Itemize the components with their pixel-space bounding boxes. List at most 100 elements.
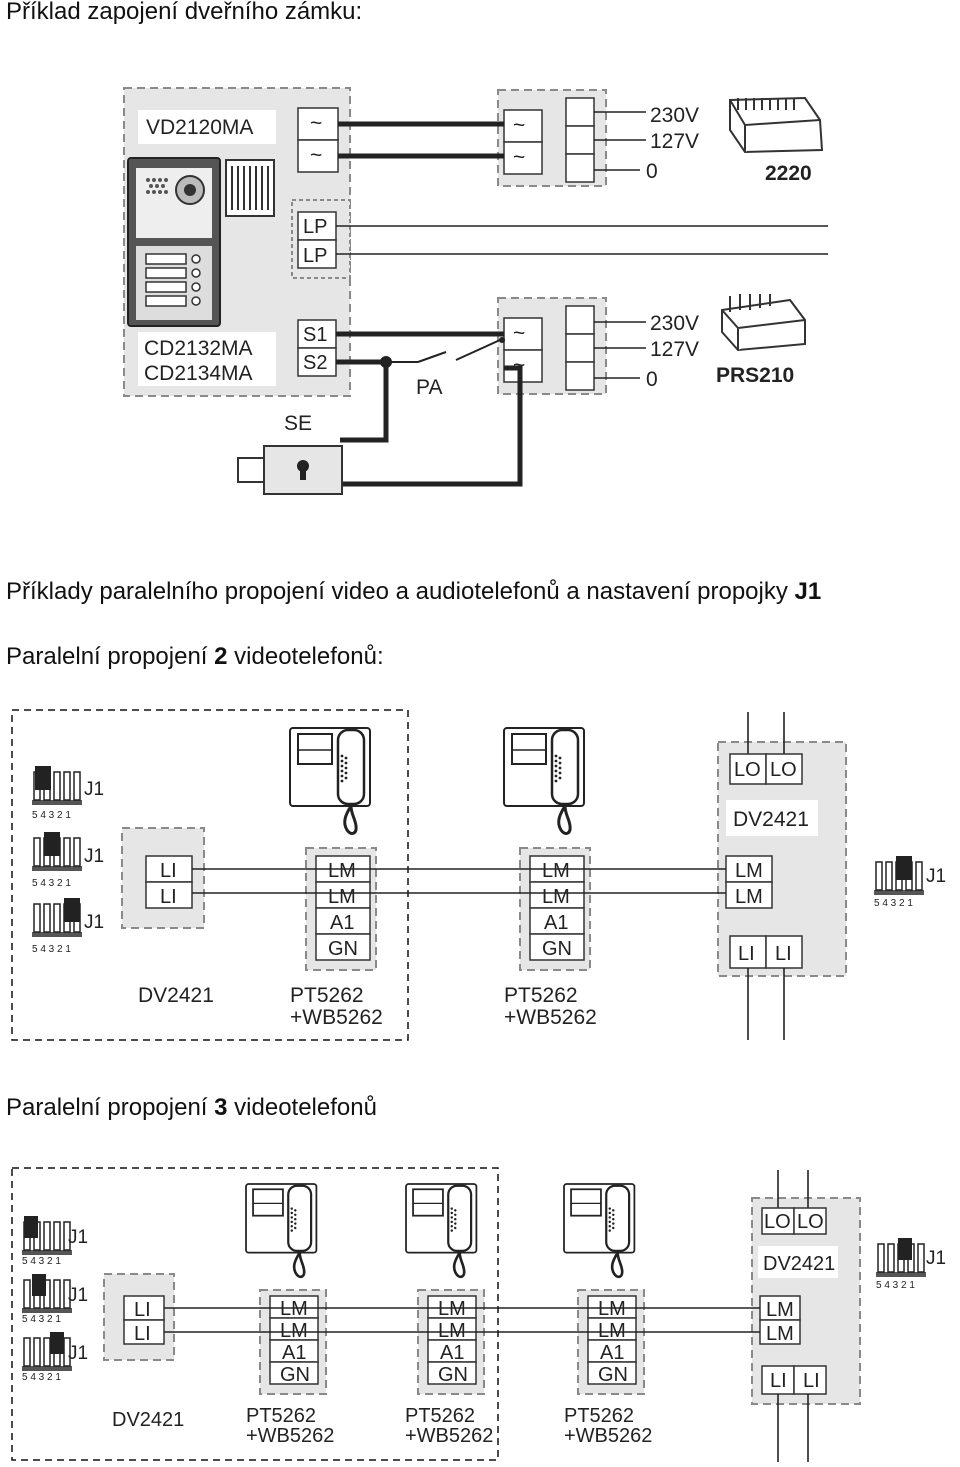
svg-text:5 4 3 2 1: 5 4 3 2 1 (874, 898, 913, 909)
psu2-label: PRS210 (716, 364, 794, 387)
door-lock-diagram: VD2120MA ~ ~ LP LP S1 S2 (123, 87, 828, 495)
j1-jumper-2: J1 5 4 3 2 1 (31, 832, 104, 889)
psu2-voltage-230: 230V (650, 312, 699, 335)
svg-text:J1: J1 (84, 846, 104, 867)
a1-terminal: A1 (440, 1342, 464, 1364)
li-terminal: LI (770, 1370, 787, 1392)
three-phones-title: Paralelní propojení 3 videotelefonů (6, 1094, 377, 1121)
lm-terminal: LM (735, 860, 763, 882)
lp-terminal-1: LP (303, 216, 327, 238)
lm-terminal: LM (598, 1298, 626, 1320)
psu1-voltage-230: 230V (650, 104, 699, 127)
phone-model: PT5262 (405, 1405, 475, 1427)
svg-text:5 4 3 2 1: 5 4 3 2 1 (22, 1314, 61, 1325)
two-phones-diagram: J1 5 4 3 2 1 J1 5 4 3 2 1 J1 5 4 3 2 1 L… (11, 709, 946, 1041)
li-terminal: LI (803, 1370, 820, 1392)
two-phones-title: Paralelní propojení 2 videotelefonů: (6, 643, 384, 670)
svg-text:J1: J1 (68, 1343, 88, 1364)
psu1-voltage-127: 127V (650, 130, 699, 153)
lm-terminal: LM (542, 886, 570, 908)
gn-terminal: GN (542, 938, 572, 960)
svg-text:5 4 3 2 1: 5 4 3 2 1 (22, 1372, 61, 1383)
parallel-examples-title: Příklady paralelního propojení video a a… (6, 578, 822, 605)
se-label: SE (284, 412, 312, 435)
distributor-label: DV2421 (112, 1409, 184, 1431)
phone-model-addon: +WB5262 (290, 1006, 383, 1029)
panel-label: VD2120MA (146, 116, 253, 139)
lo-terminal: LO (797, 1211, 824, 1233)
gn-terminal: GN (280, 1364, 310, 1386)
lm-terminal: LM (280, 1298, 308, 1320)
a1-terminal: A1 (600, 1342, 624, 1364)
a1-terminal: A1 (330, 912, 354, 934)
lm-terminal: LM (438, 1320, 466, 1342)
li-terminal: LI (160, 860, 177, 882)
li-terminal: LI (134, 1299, 151, 1321)
svg-text:5 4 3 2 1: 5 4 3 2 1 (32, 810, 71, 821)
li-terminal: LI (134, 1323, 151, 1345)
s1-terminal: S1 (303, 324, 327, 346)
psu1-ac-2: ~ (513, 146, 525, 169)
psu2-voltage-127: 127V (650, 338, 699, 361)
svg-text:J1: J1 (84, 779, 104, 800)
lm-terminal: LM (280, 1320, 308, 1342)
li-terminal: LI (775, 943, 792, 965)
module-label-1: CD2132MA (144, 337, 253, 360)
phone-model: PT5262 (290, 984, 364, 1007)
lm-terminal: LM (328, 886, 356, 908)
three-phones-diagram: J1 5 4 3 2 1 J1 5 4 3 2 1 J1 5 4 3 2 1 L… (11, 1167, 946, 1462)
svg-text:5 4 3 2 1: 5 4 3 2 1 (32, 878, 71, 889)
module-label-2: CD2134MA (144, 362, 253, 385)
lm-terminal: LM (542, 860, 570, 882)
s2-terminal: S2 (303, 352, 327, 374)
door-lock-example-title: Příklad zapojení dveřního zámku: (6, 0, 363, 25)
phone-model: PT5262 (246, 1405, 316, 1427)
svg-text:J1: J1 (926, 1248, 946, 1269)
psu1-label: 2220 (765, 162, 812, 185)
lm-terminal: LM (735, 886, 763, 908)
j1-jumper-2: J1 5 4 3 2 1 (21, 1274, 88, 1325)
svg-text:5 4 3 2 1: 5 4 3 2 1 (32, 944, 71, 955)
a1-terminal: A1 (282, 1342, 306, 1364)
psu1-ac-1: ~ (513, 114, 525, 137)
svg-text:J1: J1 (68, 1285, 88, 1306)
lm-terminal: LM (766, 1323, 794, 1345)
gn-terminal: GN (598, 1364, 628, 1386)
lm-terminal: LM (328, 860, 356, 882)
svg-text:J1: J1 (84, 912, 104, 933)
ac-terminal-2: ~ (310, 144, 322, 167)
lp-terminal-2: LP (303, 245, 327, 267)
j1-jumper-3: J1 5 4 3 2 1 (21, 1332, 88, 1383)
lo-terminal: LO (770, 759, 797, 781)
gn-terminal: GN (328, 938, 358, 960)
psu2-ac-1: ~ (513, 322, 525, 345)
svg-text:5 4 3 2 1: 5 4 3 2 1 (22, 1256, 61, 1267)
j1-jumper-right: J1 5 4 3 2 1 (873, 856, 946, 909)
ac-terminal-1: ~ (310, 112, 322, 135)
j1-jumper-3: J1 5 4 3 2 1 (31, 898, 104, 955)
phone-model: PT5262 (504, 984, 578, 1007)
phone-model-addon: +WB5262 (246, 1425, 334, 1447)
gn-terminal: GN (438, 1364, 468, 1386)
a1-terminal: A1 (544, 912, 568, 934)
psu2-voltage-0: 0 (646, 368, 658, 391)
distributor-label: DV2421 (733, 808, 809, 831)
j1-jumper-1: J1 5 4 3 2 1 (21, 1216, 88, 1267)
phone-model-addon: +WB5262 (564, 1425, 652, 1447)
lo-terminal: LO (734, 759, 761, 781)
lm-terminal: LM (766, 1299, 794, 1321)
phone-model-addon: +WB5262 (504, 1006, 597, 1029)
lm-terminal: LM (598, 1320, 626, 1342)
svg-text:J1: J1 (926, 866, 946, 887)
distributor-label: DV2421 (763, 1253, 835, 1275)
phone-model-addon: +WB5262 (405, 1425, 493, 1447)
j1-jumper-1: J1 5 4 3 2 1 (31, 766, 104, 821)
psu1-voltage-0: 0 (646, 160, 658, 183)
lo-terminal: LO (764, 1211, 791, 1233)
phone-model: PT5262 (564, 1405, 634, 1427)
pa-label: PA (416, 376, 442, 399)
li-terminal: LI (738, 943, 755, 965)
j1-jumper-right: J1 5 4 3 2 1 (875, 1238, 946, 1291)
svg-text:J1: J1 (68, 1227, 88, 1248)
